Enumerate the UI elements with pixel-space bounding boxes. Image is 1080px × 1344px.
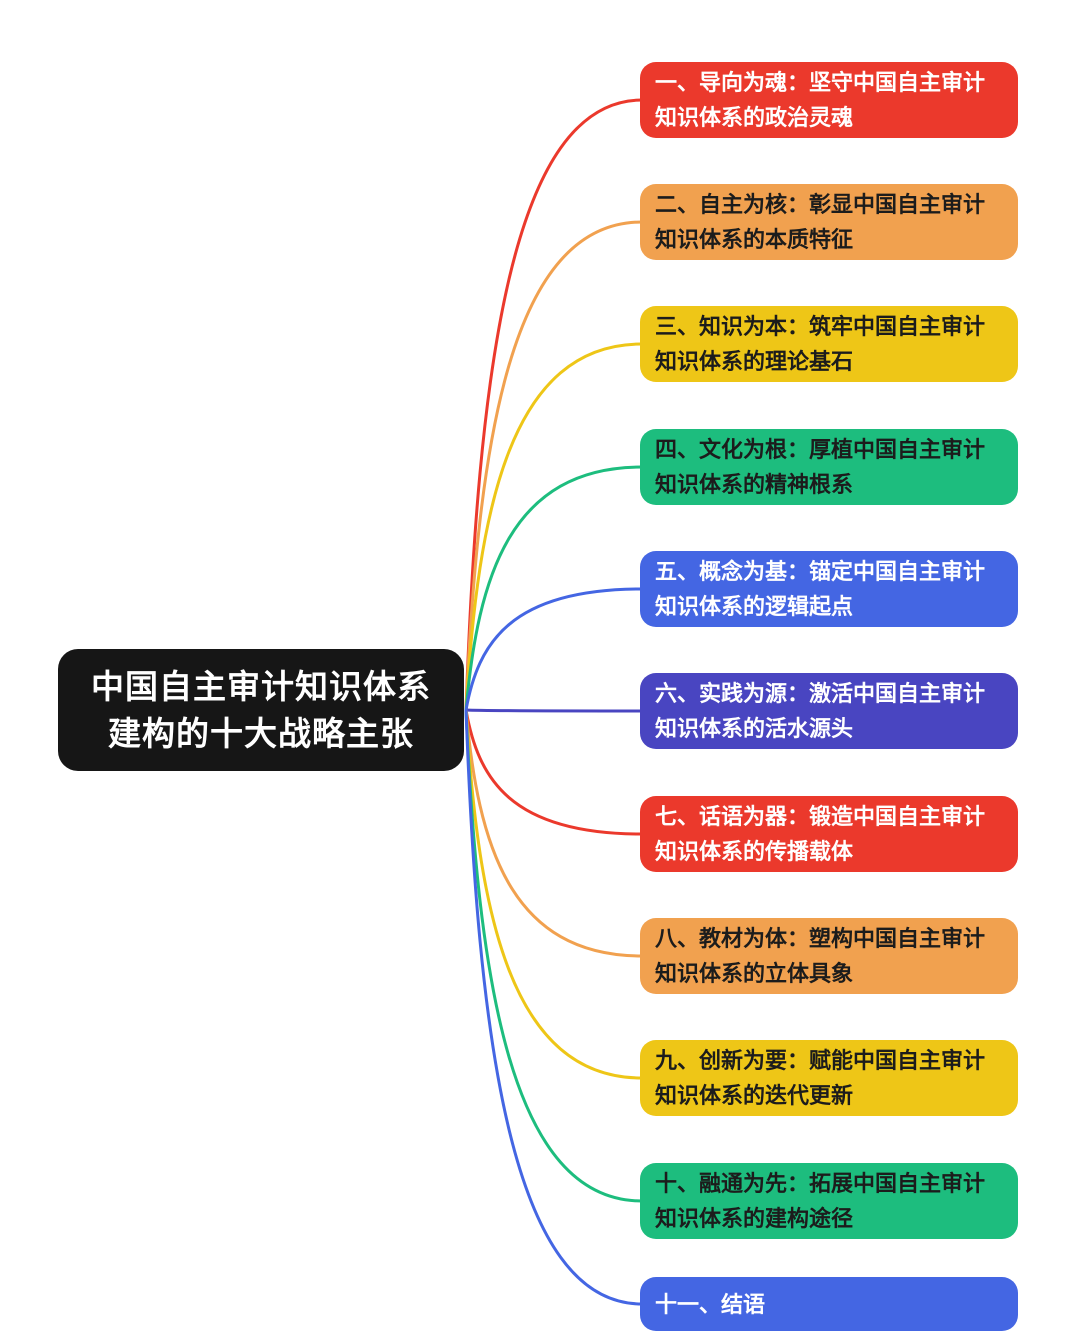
edge-path-2	[464, 220, 644, 712]
branch-node-label: 四、文化为根：厚植中国自主审计知识体系的精神根系	[655, 437, 986, 497]
central-topic-line2: 建构的十大战略主张	[108, 715, 414, 752]
branch-node-label: 五、概念为基：锚定中国自主审计知识体系的逻辑起点	[655, 559, 986, 619]
edge-path-3	[464, 342, 644, 712]
central-topic-node: 中国自主审计知识体系 建构的十大战略主张	[58, 649, 464, 771]
central-topic-line1: 中国自主审计知识体系	[91, 668, 431, 705]
branch-node-label: 六、实践为源：激活中国自主审计知识体系的活水源头	[655, 681, 986, 741]
branch-node-11: 十一、结语	[640, 1277, 1018, 1331]
branch-node-label: 三、知识为本：筑牢中国自主审计知识体系的理论基石	[655, 314, 986, 374]
edge-path-1	[464, 98, 644, 712]
branch-node-1: 一、导向为魂：坚守中国自主审计知识体系的政治灵魂	[640, 62, 1018, 138]
edge-path-4	[464, 465, 644, 712]
branch-node-7: 七、话语为器：锻造中国自主审计知识体系的传播载体	[640, 796, 1018, 872]
edge-path-9	[464, 708, 644, 1080]
branch-node-label: 七、话语为器：锻造中国自主审计知识体系的传播载体	[655, 804, 986, 864]
branch-node-label: 九、创新为要：赋能中国自主审计知识体系的迭代更新	[655, 1048, 986, 1108]
branch-node-2: 二、自主为核：彰显中国自主审计知识体系的本质特征	[640, 184, 1018, 260]
branch-node-label: 一、导向为魂：坚守中国自主审计知识体系的政治灵魂	[655, 70, 986, 130]
edge-path-6	[464, 708, 644, 713]
branch-node-8: 八、教材为体：塑构中国自主审计知识体系的立体具象	[640, 918, 1018, 994]
branch-node-6: 六、实践为源：激活中国自主审计知识体系的活水源头	[640, 673, 1018, 749]
branch-node-label: 十、融通为先：拓展中国自主审计知识体系的建构途径	[655, 1171, 986, 1231]
branch-node-9: 九、创新为要：赋能中国自主审计知识体系的迭代更新	[640, 1040, 1018, 1116]
edge-path-5	[464, 587, 644, 712]
branch-node-5: 五、概念为基：锚定中国自主审计知识体系的逻辑起点	[640, 551, 1018, 627]
branch-node-10: 十、融通为先：拓展中国自主审计知识体系的建构途径	[640, 1163, 1018, 1239]
edge-path-11	[464, 708, 644, 1306]
edge-path-7	[464, 708, 644, 836]
branch-node-4: 四、文化为根：厚植中国自主审计知识体系的精神根系	[640, 429, 1018, 505]
branch-node-3: 三、知识为本：筑牢中国自主审计知识体系的理论基石	[640, 306, 1018, 382]
branch-node-label: 八、教材为体：塑构中国自主审计知识体系的立体具象	[655, 926, 986, 986]
edge-path-8	[464, 708, 644, 958]
branch-node-label: 二、自主为核：彰显中国自主审计知识体系的本质特征	[655, 192, 986, 252]
branch-node-label: 十一、结语	[655, 1291, 766, 1317]
